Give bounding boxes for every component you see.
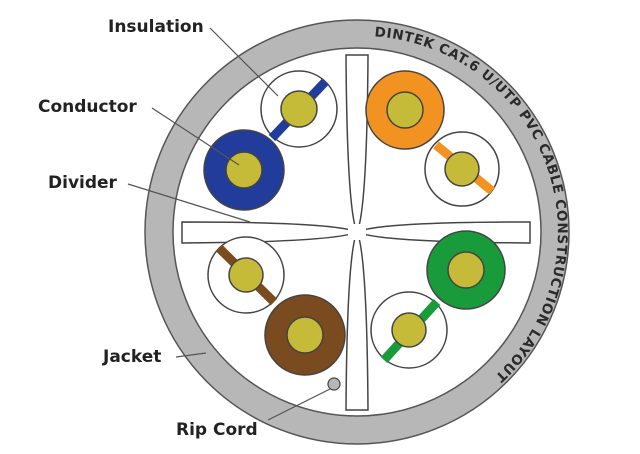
conductor (225, 151, 263, 189)
jacket-label: Jacket (102, 347, 161, 367)
blue-solid-wire (203, 129, 285, 211)
rip-cord-label: Rip Cord (176, 420, 258, 440)
conductor (386, 91, 424, 129)
insulation-label: Insulation (108, 17, 204, 37)
divider-leader (127, 183, 251, 223)
conductor (391, 312, 427, 348)
orange-stripe-wire (424, 131, 500, 207)
conductor (228, 257, 264, 293)
brown-stripe-wire (207, 236, 285, 314)
rip-cord (327, 377, 341, 391)
jacket-leader (175, 352, 207, 358)
brown-solid-wire (264, 294, 346, 376)
conductor-leader (151, 107, 240, 166)
rip-cord-leader (267, 388, 331, 421)
conductor (280, 90, 318, 128)
conductor (444, 151, 480, 187)
green-stripe-wire (370, 291, 448, 369)
blue-stripe-wire (260, 70, 338, 148)
conductor (447, 251, 485, 289)
conductor (286, 316, 324, 354)
insulation-leader (209, 27, 279, 97)
green-solid-wire (426, 230, 506, 310)
divider (181, 54, 531, 411)
orange-solid-wire (365, 70, 445, 150)
conductor-label: Conductor (38, 97, 137, 117)
divider-label: Divider (48, 173, 118, 193)
